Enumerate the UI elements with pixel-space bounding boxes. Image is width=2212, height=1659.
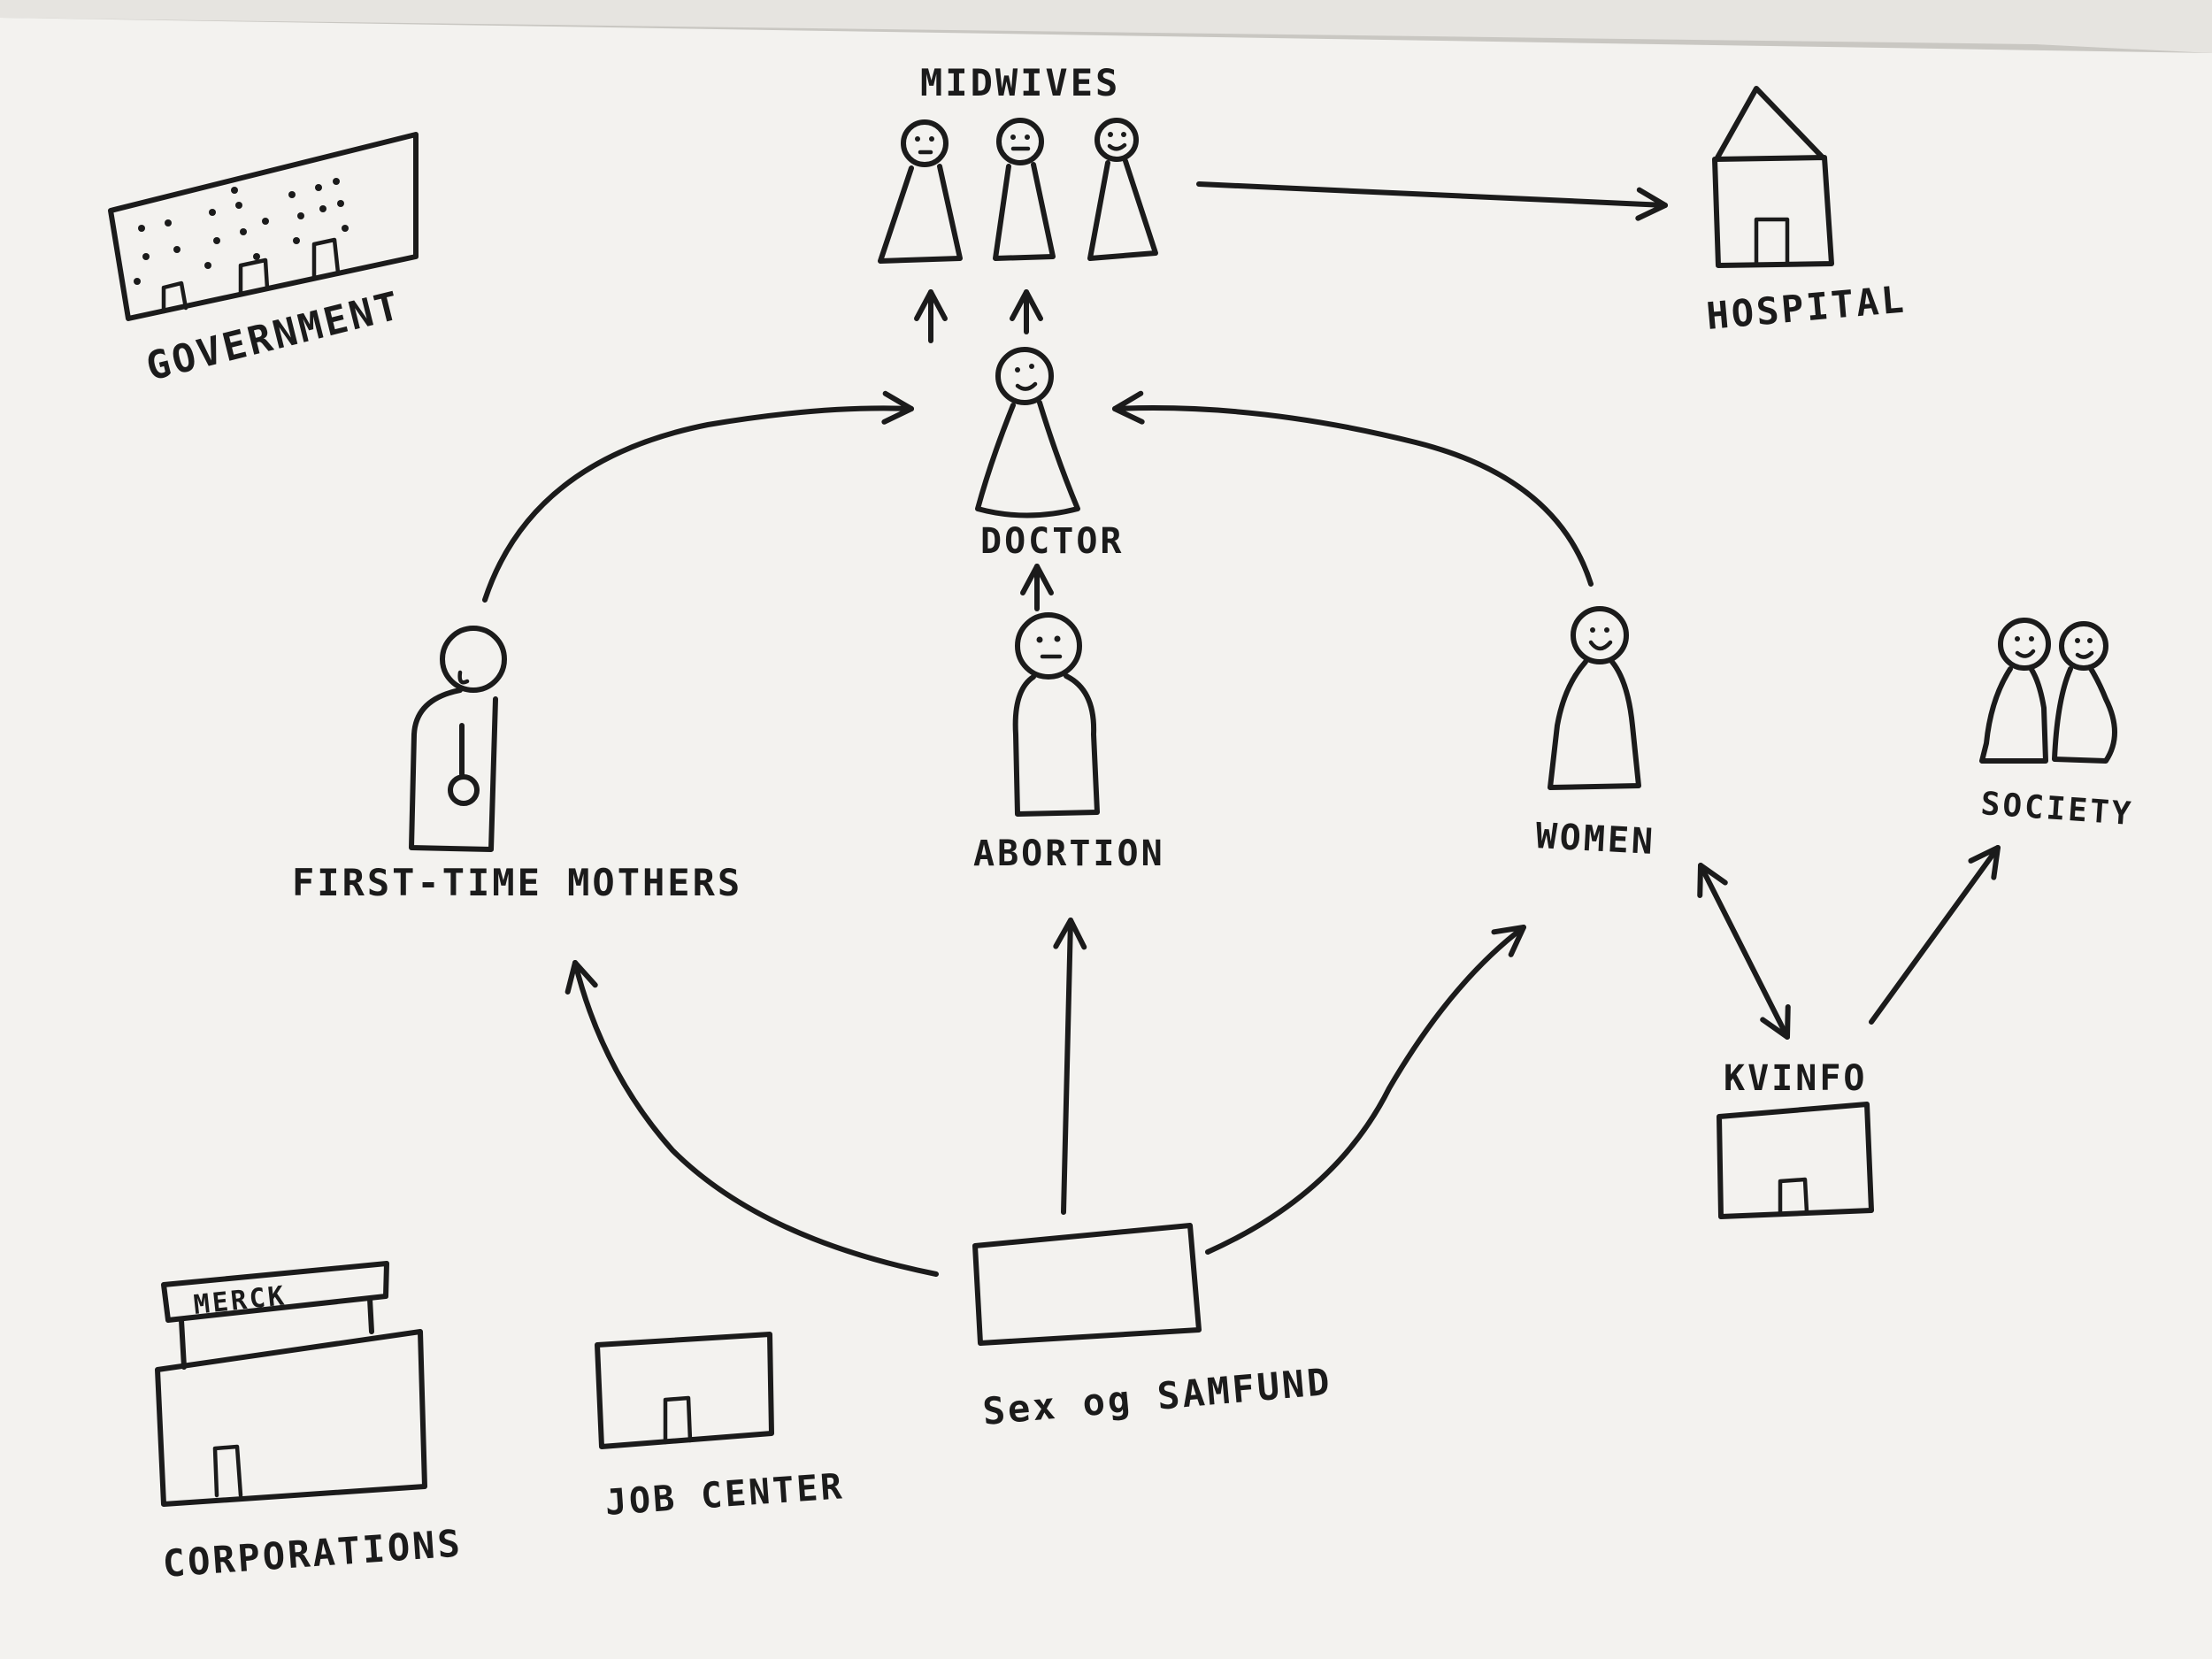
midwife-person-icon-1 <box>878 119 963 264</box>
arrow-women-to-doctor <box>1112 390 1594 587</box>
women-label: WOMEN <box>1534 816 1656 863</box>
abortion-label: ABORTION <box>973 833 1165 874</box>
kvinfo-building-icon <box>1717 1102 1874 1219</box>
midwife-person-icon-2 <box>993 118 1056 261</box>
arrow-sexogsamfund-to-women <box>1205 925 1526 1255</box>
first-time-mothers-label: FIRST-TIME MOTHERS <box>292 861 742 904</box>
paper-corner-top <box>0 0 2212 53</box>
doctor-person-icon <box>975 347 1080 518</box>
women-person-icon <box>1548 606 1641 790</box>
job-center-building-icon <box>595 1332 774 1449</box>
abortion-person-icon <box>1012 612 1100 817</box>
paper-sheet-surface <box>0 18 2212 1659</box>
pregnant-person-icon <box>409 626 507 852</box>
society-person-icon-2 <box>2052 621 2117 764</box>
government-building-icon <box>108 132 419 321</box>
corporation-building-icon <box>155 1261 427 1507</box>
arrow-midwives-to-hospital <box>1196 181 1668 221</box>
arrow-women-kvinfo <box>1697 863 1791 1040</box>
arrow-sexogsamfund-to-abortion <box>1053 918 1087 1215</box>
midwife-person-icon-3 <box>1087 118 1158 261</box>
doctor-label: DOCTOR <box>980 521 1125 562</box>
sex-og-samfund-building-icon <box>972 1223 1202 1346</box>
midwives-label: MIDWIVES <box>920 61 1120 104</box>
arrow-mothers-to-doctor <box>482 390 914 603</box>
arrow-sexogsamfund-to-mothers <box>565 960 939 1277</box>
kvinfo-label: KVINFO <box>1724 1058 1868 1099</box>
hospital-house-icon <box>1712 86 1834 268</box>
society-person-icon-1 <box>1979 618 2051 764</box>
arrow-kvinfo-to-society <box>1869 845 2001 1025</box>
